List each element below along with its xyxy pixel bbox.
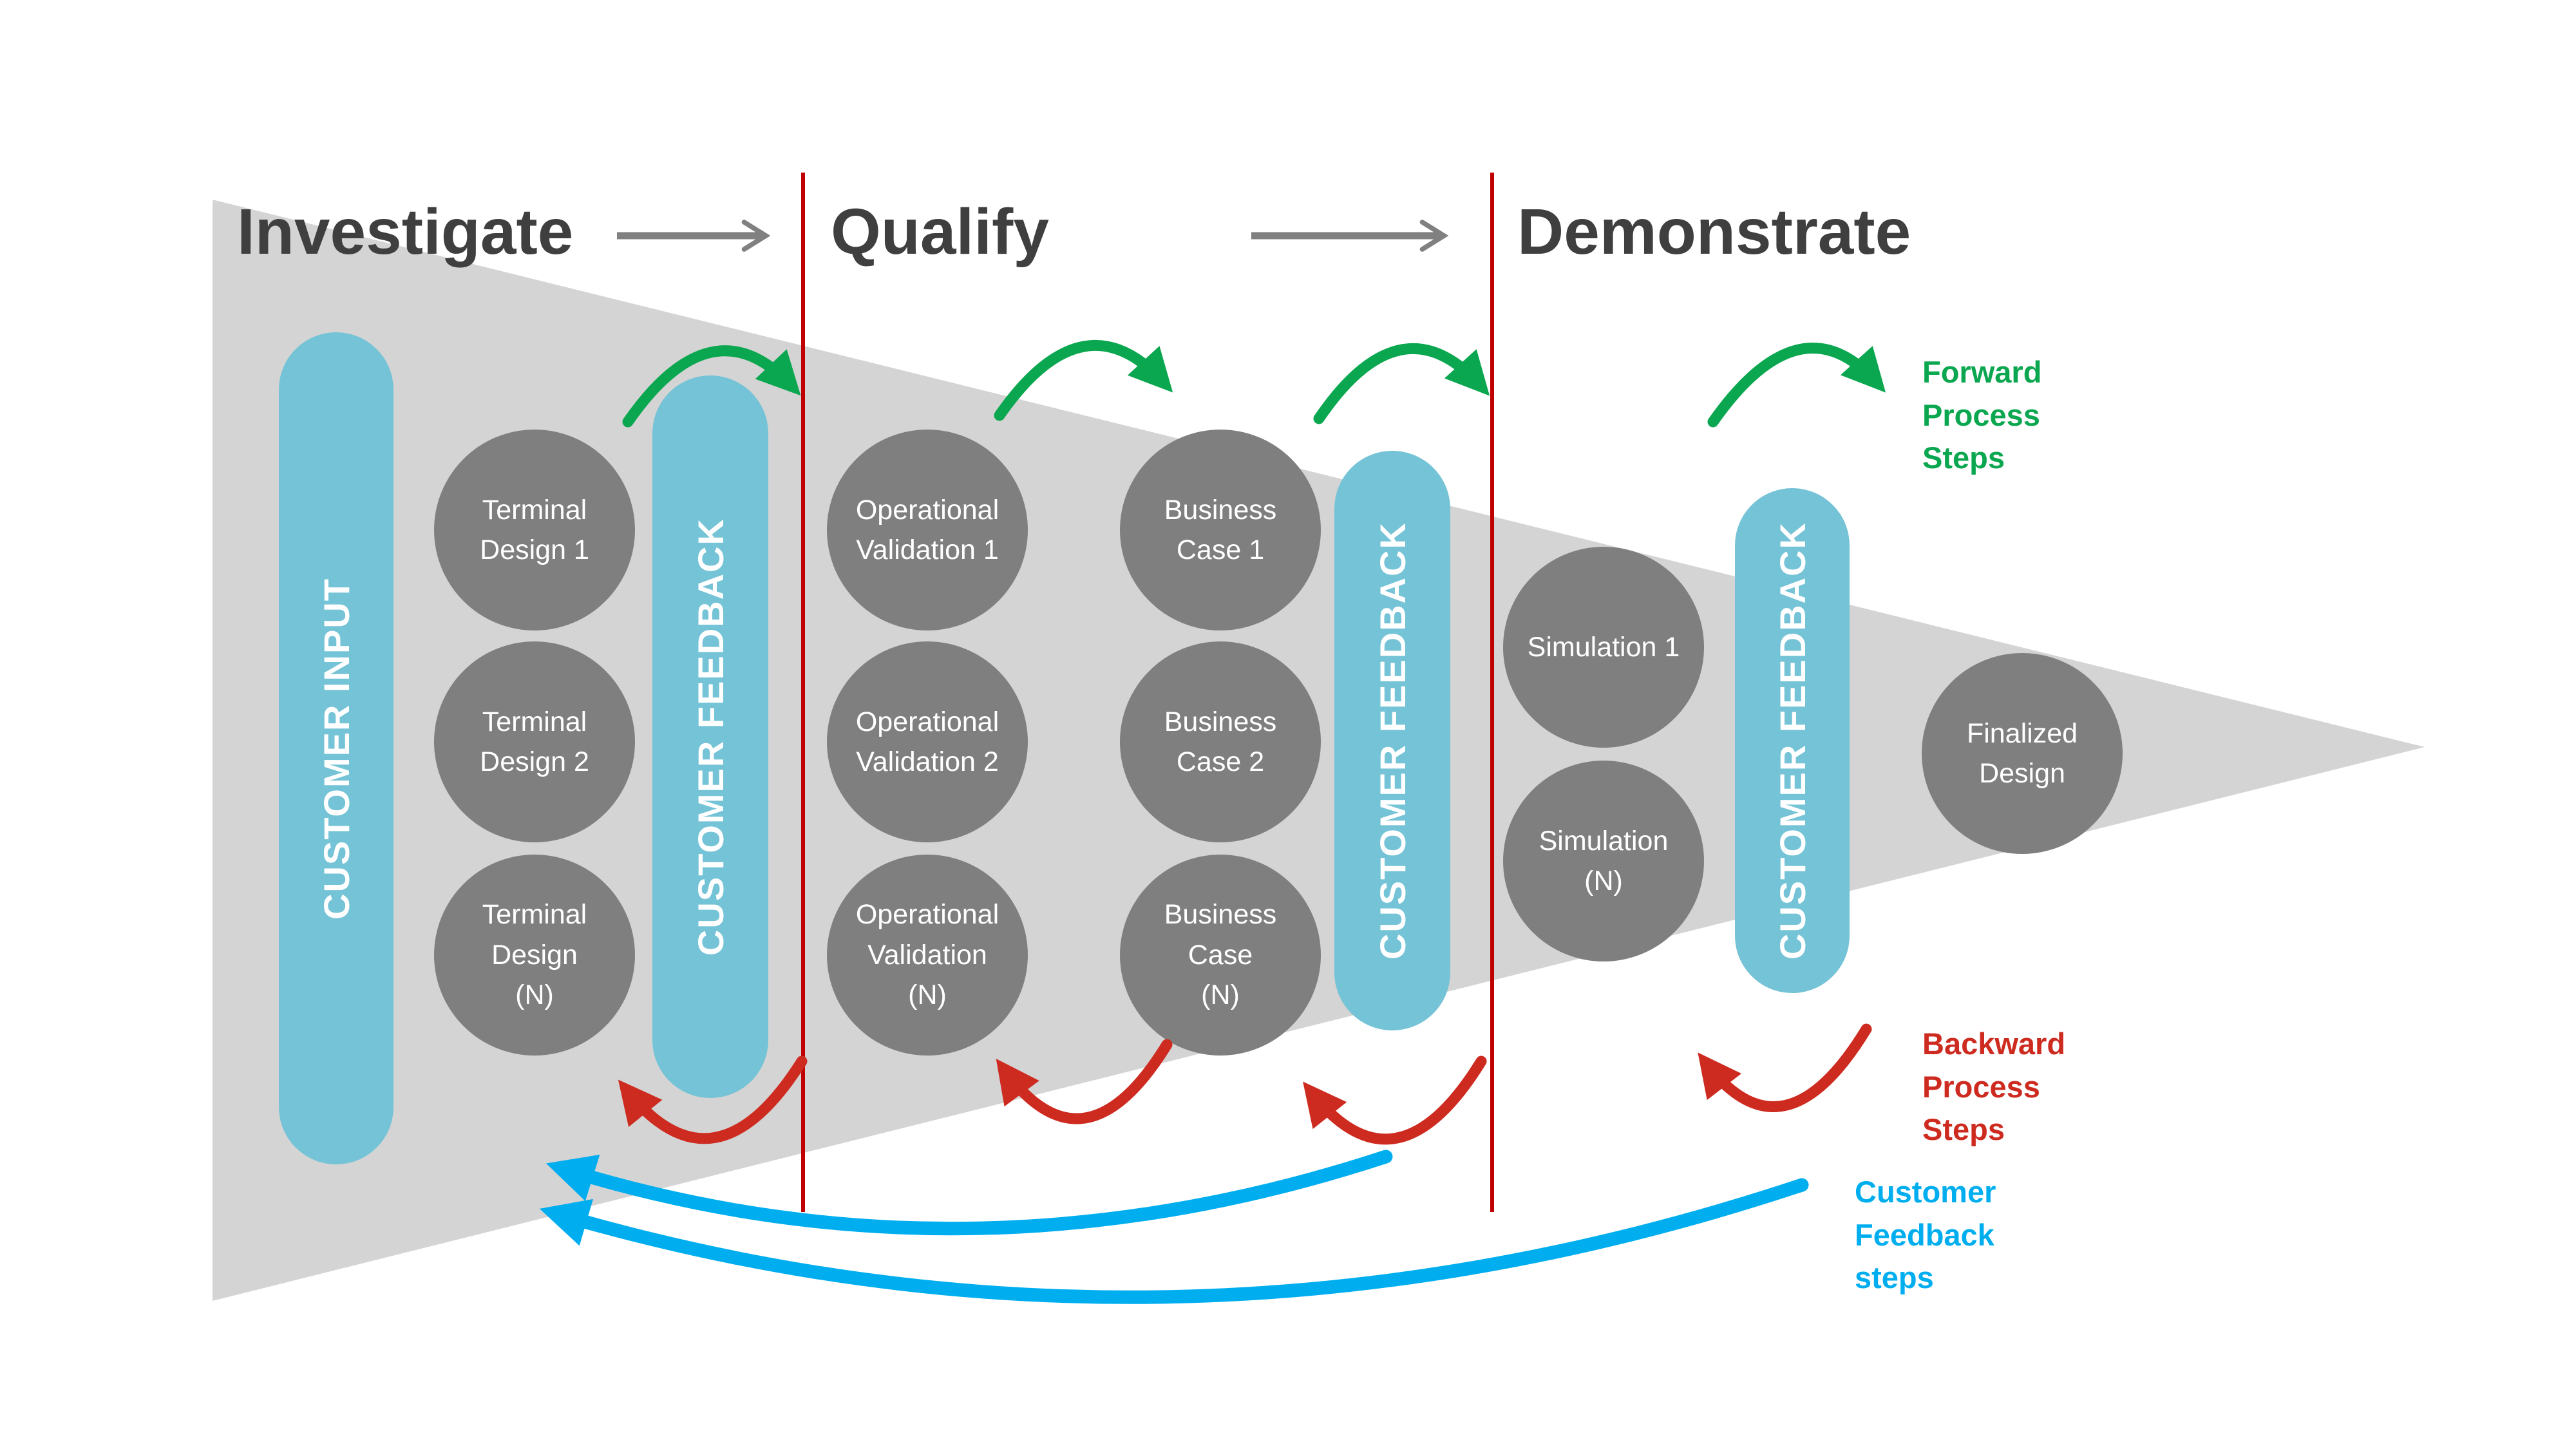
- customer-feedback-label: CUSTOMER FEEDBACK: [1372, 521, 1413, 960]
- node-simulation-1: Simulation 1: [1503, 547, 1704, 748]
- legend-backward-process-steps: Backward Process Steps: [1922, 1027, 2066, 1147]
- node-operational-validation-n: Operational Validation (N): [827, 855, 1028, 1056]
- node-business-case-2: Business Case 2: [1120, 641, 1321, 842]
- customer-input-label: CUSTOMER INPUT: [316, 577, 357, 920]
- node-simulation-n: Simulation (N): [1503, 761, 1704, 961]
- node-finalized-design: Finalized Design: [1922, 653, 2123, 854]
- legend-forward-process-steps: Forward Process Steps: [1922, 355, 2042, 475]
- node-terminal-design-2: Terminal Design 2: [434, 641, 635, 842]
- customer-feedback-label: CUSTOMER FEEDBACK: [690, 517, 731, 956]
- customer-input-pill: CUSTOMER INPUT: [279, 332, 393, 1164]
- node-business-case-1: Business Case 1: [1120, 430, 1321, 630]
- customer-feedback-pill-demonstrate: CUSTOMER FEEDBACK: [1735, 488, 1850, 993]
- node-operational-validation-1: Operational Validation 1: [827, 430, 1028, 630]
- phase-title-demonstrate: Demonstrate: [1517, 196, 1911, 268]
- customer-feedback-label: CUSTOMER FEEDBACK: [1772, 521, 1813, 960]
- phase-title-qualify: Qualify: [831, 196, 1049, 268]
- node-operational-validation-2: Operational Validation 2: [827, 641, 1028, 842]
- customer-feedback-pill-qualify: CUSTOMER FEEDBACK: [1334, 451, 1450, 1030]
- customer-feedback-pill-investigate: CUSTOMER FEEDBACK: [652, 375, 768, 1098]
- node-terminal-design-1: Terminal Design 1: [434, 430, 635, 630]
- node-business-case-n: Business Case (N): [1120, 855, 1321, 1056]
- legend-customer-feedback-steps: Customer Feedback steps: [1855, 1175, 1996, 1295]
- phase-title-investigate: Investigate: [237, 196, 574, 268]
- node-terminal-design-n: Terminal Design (N): [434, 855, 635, 1056]
